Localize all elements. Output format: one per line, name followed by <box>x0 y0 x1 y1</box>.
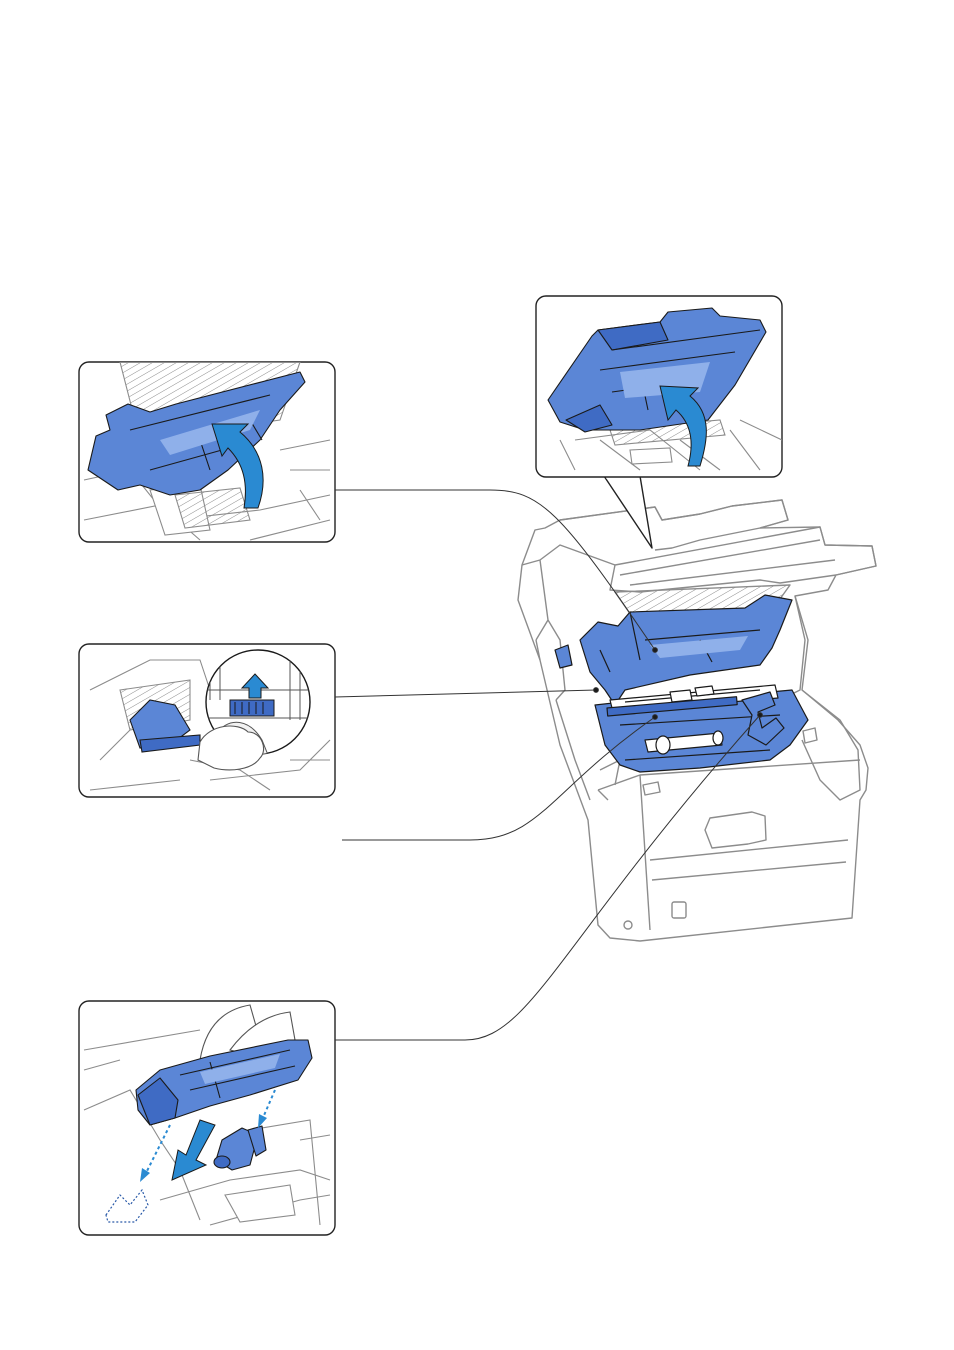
printer-internals <box>555 595 808 772</box>
usb-port-icon <box>624 921 632 929</box>
inset-adf-open <box>536 296 782 477</box>
inset-toner-cover <box>79 362 335 542</box>
inset-cartridge-insert <box>79 1001 335 1235</box>
inset-jam-removal <box>79 644 335 797</box>
leader-jam <box>335 690 596 697</box>
adf-lid <box>560 500 788 550</box>
output-tray <box>705 812 766 848</box>
hand-icon <box>198 726 264 770</box>
power-button <box>672 902 686 918</box>
callout-pointer <box>604 476 652 548</box>
